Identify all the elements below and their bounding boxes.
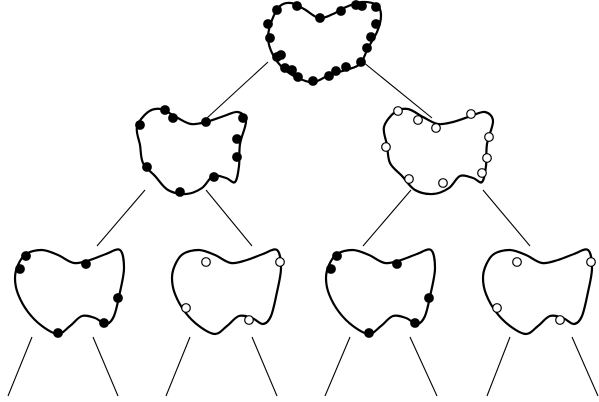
tree-edges xyxy=(8,62,598,396)
tree-edge xyxy=(207,62,268,118)
filled-point xyxy=(358,2,367,11)
hollow-point xyxy=(245,316,254,325)
hollow-point xyxy=(556,316,565,325)
filled-point xyxy=(393,260,402,269)
hollow-point xyxy=(394,107,403,116)
filled-point xyxy=(327,265,336,274)
filled-point xyxy=(22,252,31,261)
tree-edge xyxy=(410,337,437,396)
filled-point xyxy=(16,265,25,274)
filled-point xyxy=(54,329,63,338)
filled-point xyxy=(372,3,381,12)
hollow-point xyxy=(414,116,423,125)
tree-edge xyxy=(325,337,350,396)
filled-point xyxy=(176,188,185,197)
filled-point xyxy=(136,121,145,130)
filled-point xyxy=(337,7,346,16)
filled-point xyxy=(367,33,376,42)
tree-edge xyxy=(252,337,277,396)
filled-point xyxy=(266,34,275,43)
filled-point xyxy=(342,63,351,72)
hollow-point xyxy=(513,258,522,267)
filled-point xyxy=(411,319,420,328)
closed-curve xyxy=(172,249,281,334)
filled-point xyxy=(277,51,286,60)
tree-edge xyxy=(487,337,510,396)
closed-curve xyxy=(384,109,493,194)
filled-point xyxy=(233,135,242,144)
hollow-point xyxy=(478,169,487,178)
tree-curves xyxy=(15,1,595,338)
filled-point xyxy=(169,114,178,123)
filled-point xyxy=(114,294,123,303)
tree-edge xyxy=(206,190,252,246)
tree-node-l xyxy=(136,106,248,197)
hollow-point xyxy=(382,143,391,152)
filled-point xyxy=(365,329,374,338)
tree-edge xyxy=(97,190,145,246)
hollow-point xyxy=(467,110,476,119)
filled-point xyxy=(210,173,219,182)
filled-point xyxy=(333,252,342,261)
filled-point xyxy=(294,73,303,82)
tree-edge xyxy=(93,337,118,396)
hollow-point xyxy=(439,179,448,188)
hollow-point xyxy=(587,258,596,267)
hollow-point xyxy=(405,175,414,184)
filled-point xyxy=(316,14,325,23)
filled-point xyxy=(293,2,302,11)
hollow-point xyxy=(432,124,441,133)
tree-node-rr xyxy=(483,249,595,334)
filled-point xyxy=(264,20,273,29)
filled-point xyxy=(372,20,381,29)
filled-point xyxy=(233,153,242,162)
tree-node-rl xyxy=(326,249,435,337)
hollow-point xyxy=(182,304,191,313)
hollow-point xyxy=(483,154,492,163)
tree-edge xyxy=(363,190,411,246)
filled-point xyxy=(273,6,282,15)
tree-edge xyxy=(8,337,32,396)
filled-point xyxy=(100,319,109,328)
tree-node-ll xyxy=(15,249,124,337)
filled-point xyxy=(288,66,297,75)
filled-point xyxy=(202,118,211,127)
tree-node-lr xyxy=(172,249,284,334)
tree-edge xyxy=(572,337,598,396)
hollow-point xyxy=(276,258,285,267)
hollow-point xyxy=(485,133,494,142)
filled-point xyxy=(239,114,248,123)
tree-node-root xyxy=(264,1,381,86)
closed-curve xyxy=(137,109,246,194)
tree-edge xyxy=(483,190,530,246)
filled-point xyxy=(143,163,152,172)
filled-point xyxy=(161,106,170,115)
filled-point xyxy=(332,67,341,76)
closed-curve xyxy=(483,249,592,334)
tree-edge xyxy=(166,337,190,396)
hollow-point xyxy=(202,258,211,267)
filled-point xyxy=(82,260,91,269)
filled-point xyxy=(425,294,434,303)
filled-point xyxy=(309,77,318,86)
filled-point xyxy=(357,58,366,67)
filled-point xyxy=(363,44,372,53)
tree-node-r xyxy=(382,107,494,194)
hollow-point xyxy=(493,304,502,313)
